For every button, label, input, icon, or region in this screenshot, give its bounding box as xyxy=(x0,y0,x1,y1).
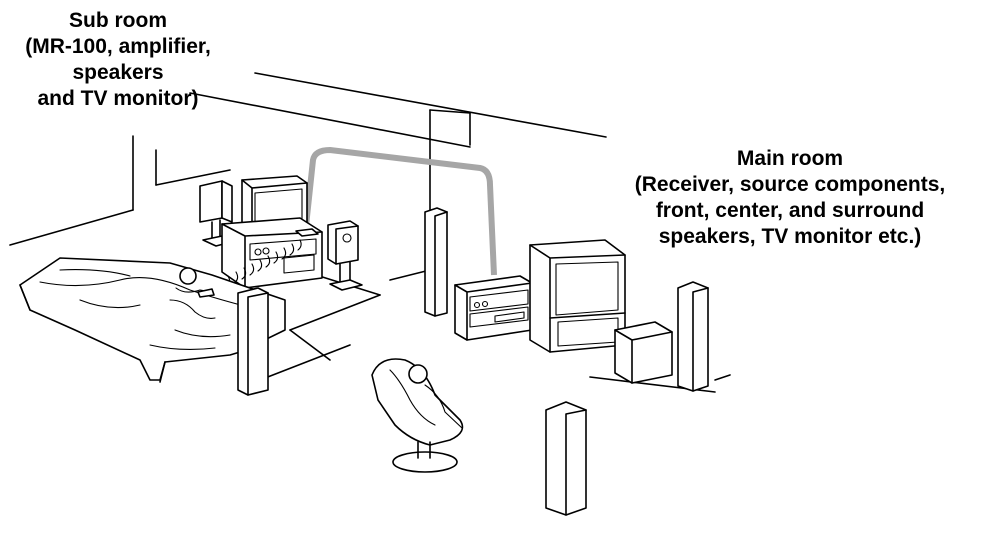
main-room-desc-1: (Receiver, source components, xyxy=(598,172,982,198)
sub-room-title: Sub room xyxy=(0,8,236,34)
main-room-label: Main room (Receiver, source components, … xyxy=(598,146,982,250)
sub-room-desc-1: (MR-100, amplifier, xyxy=(0,34,236,60)
main-front-right-speaker xyxy=(678,282,708,391)
listener-chair xyxy=(372,359,462,472)
main-receiver-rack xyxy=(455,276,532,340)
main-front-left-speaker xyxy=(425,208,447,316)
sub-room-desc-2: speakers xyxy=(0,60,236,86)
main-tv-monitor xyxy=(530,240,625,352)
main-room-desc-3: speakers, TV monitor etc.) xyxy=(598,224,982,250)
subwoofer xyxy=(615,322,672,383)
sub-tower-speaker xyxy=(238,288,268,395)
main-room-title: Main room xyxy=(598,146,982,172)
main-surround-speaker xyxy=(546,402,586,515)
sub-room-desc-3: and TV monitor) xyxy=(0,86,236,112)
main-room-desc-2: front, center, and surround xyxy=(598,198,982,224)
sub-room-label: Sub room (MR-100, amplifier, speakers an… xyxy=(0,8,236,112)
sub-rack-amplifier xyxy=(222,218,322,288)
